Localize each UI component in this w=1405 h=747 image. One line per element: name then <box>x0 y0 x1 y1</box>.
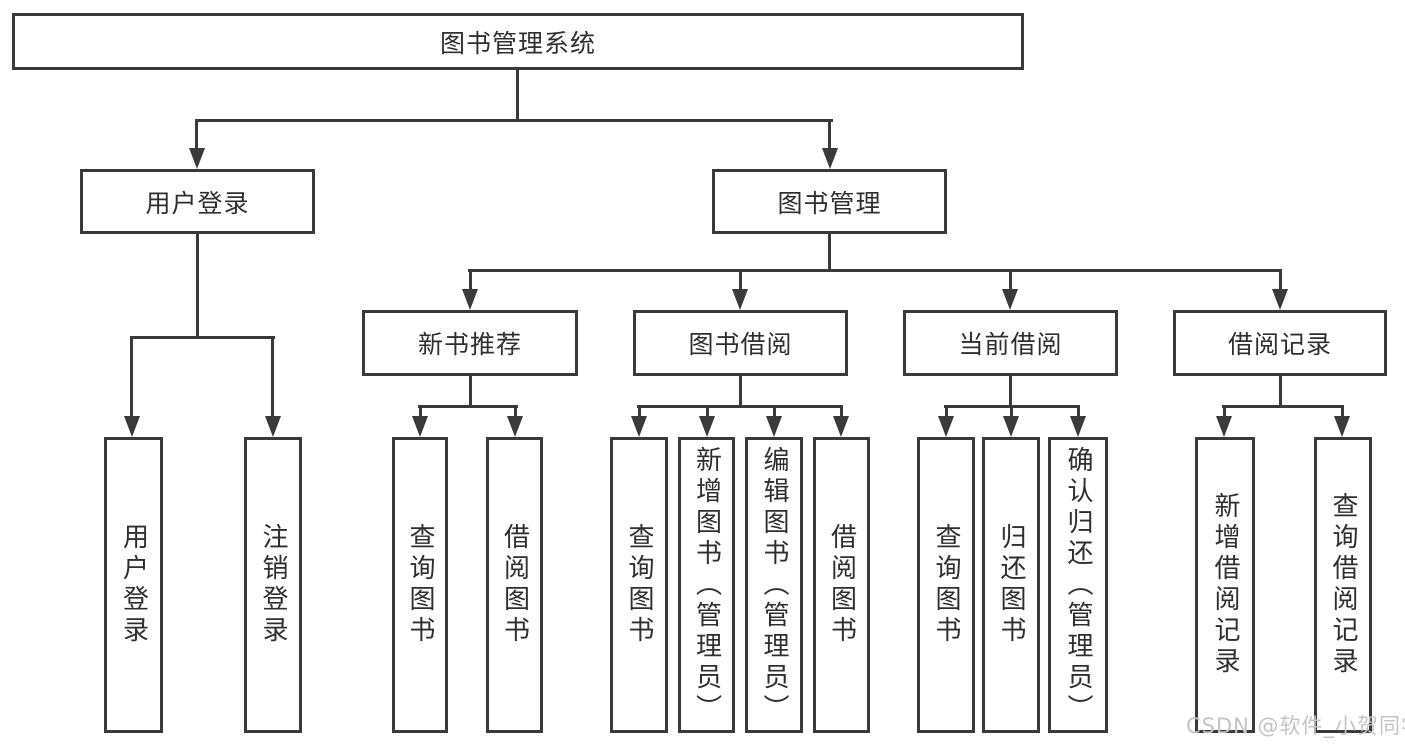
arrow-down-icon <box>124 416 140 437</box>
node-root-label: 图书管理系统 <box>439 28 596 58</box>
arrow-down-icon <box>631 416 647 437</box>
node-user-login-label: 用户登录 <box>145 188 250 218</box>
connector-drop-leaf <box>945 405 948 417</box>
connector-drop-leaf <box>130 336 133 417</box>
node-user-login: 用户登录 <box>80 169 315 234</box>
leaf-bb-query-books: 查询图书 <box>610 437 668 733</box>
leaf-bb-edit-books-label: 编辑图书（管理员） <box>759 445 789 725</box>
connector-user-login-stem <box>196 234 199 337</box>
connector-new-books-stem <box>469 376 472 406</box>
connector-drop-borrow-records <box>1279 269 1282 290</box>
leaf-cb-return-books-label: 归还图书 <box>996 523 1026 647</box>
leaf-bb-borrow-books-label: 借阅图书 <box>826 523 857 647</box>
arrow-down-icon <box>1272 289 1288 310</box>
leaf-bb-edit-books: 编辑图书（管理员） <box>745 437 803 733</box>
arrow-down-icon <box>766 416 782 437</box>
arrow-down-icon <box>1334 416 1350 437</box>
connector-drop-leaf <box>514 405 517 417</box>
connector-level3-split <box>468 269 1282 272</box>
connector-borrow-records-split <box>1222 405 1344 408</box>
arrow-down-icon <box>507 416 523 437</box>
arrow-down-icon <box>265 416 281 437</box>
node-current-borrow-label: 当前借阅 <box>958 330 1063 359</box>
connector-drop-leaf <box>638 405 641 417</box>
leaf-logout-label: 注销登录 <box>258 523 288 647</box>
arrow-down-icon <box>189 148 205 169</box>
connector-drop-leaf <box>773 405 776 417</box>
connector-drop-user-login <box>195 119 198 149</box>
watermark: CSDN @软件_小贺同学 <box>1186 714 1405 738</box>
node-new-books: 新书推荐 <box>362 310 578 376</box>
arrow-down-icon <box>462 289 478 310</box>
arrow-down-icon <box>699 416 715 437</box>
node-book-borrow-label: 图书借阅 <box>688 330 793 359</box>
leaf-user-login: 用户登录 <box>104 437 163 733</box>
arrow-down-icon <box>412 416 428 437</box>
arrow-down-icon <box>938 416 954 437</box>
node-book-borrow: 图书借阅 <box>633 310 848 376</box>
connector-drop-book-borrow <box>739 269 742 290</box>
node-root: 图书管理系统 <box>12 13 1024 70</box>
leaf-cb-return-books: 归还图书 <box>982 437 1040 733</box>
leaf-cb-confirm-return-label: 确认归还（管理员） <box>1063 445 1093 725</box>
connector-drop-current-borrow <box>1009 269 1012 290</box>
arrow-down-icon <box>1216 416 1232 437</box>
connector-book-borrow-split <box>637 405 843 408</box>
connector-book-borrow-stem <box>739 376 742 406</box>
arrow-down-icon <box>1003 416 1019 437</box>
leaf-nb-borrow-books-label: 借阅图书 <box>499 523 530 647</box>
leaf-nb-query-books-label: 查询图书 <box>405 523 435 647</box>
connector-drop-leaf <box>706 405 709 417</box>
connector-level2-split <box>195 119 833 122</box>
connector-drop-new-books <box>469 269 472 290</box>
leaf-br-add-record-label: 新增借阅记录 <box>1210 492 1240 678</box>
leaf-br-add-record: 新增借阅记录 <box>1195 437 1255 733</box>
node-book-mgmt: 图书管理 <box>712 169 947 234</box>
node-new-books-label: 新书推荐 <box>417 330 522 359</box>
leaf-bb-add-books: 新增图书（管理员） <box>678 437 735 733</box>
leaf-br-query-record: 查询借阅记录 <box>1314 437 1372 733</box>
leaf-logout: 注销登录 <box>244 437 302 733</box>
leaf-nb-borrow-books: 借阅图书 <box>486 437 543 733</box>
connector-root-stem <box>516 70 519 119</box>
arrow-down-icon <box>822 148 838 169</box>
arrow-down-icon <box>732 289 748 310</box>
node-book-mgmt-label: 图书管理 <box>777 188 882 218</box>
connector-drop-leaf <box>840 405 843 417</box>
leaf-user-login-label: 用户登录 <box>118 523 149 647</box>
node-borrow-records: 借阅记录 <box>1173 310 1387 376</box>
node-borrow-records-label: 借阅记录 <box>1227 330 1332 359</box>
connector-user-login-split <box>130 336 275 339</box>
leaf-cb-query-books-label: 查询图书 <box>931 523 961 647</box>
arrow-down-icon <box>833 416 849 437</box>
connector-borrow-records-stem <box>1279 376 1282 406</box>
leaf-bb-query-books-label: 查询图书 <box>624 523 654 647</box>
leaf-br-query-record-label: 查询借阅记录 <box>1328 492 1358 678</box>
connector-drop-leaf <box>1223 405 1226 417</box>
connector-drop-leaf <box>1010 405 1013 417</box>
connector-new-books-split <box>418 405 518 408</box>
connector-current-borrow-stem <box>1009 376 1012 406</box>
connector-drop-leaf <box>1077 405 1080 417</box>
leaf-bb-borrow-books: 借阅图书 <box>813 437 870 733</box>
connector-drop-leaf <box>419 405 422 417</box>
leaf-cb-query-books: 查询图书 <box>917 437 975 733</box>
connector-drop-leaf <box>1341 405 1344 417</box>
leaf-bb-add-books-label: 新增图书（管理员） <box>691 445 722 725</box>
connector-book-mgmt-stem <box>828 234 831 270</box>
arrow-down-icon <box>1070 416 1086 437</box>
connector-drop-book-mgmt <box>828 119 831 149</box>
connector-drop-leaf <box>271 336 274 417</box>
arrow-down-icon <box>1002 289 1018 310</box>
node-current-borrow: 当前借阅 <box>903 310 1118 376</box>
leaf-cb-confirm-return: 确认归还（管理员） <box>1048 437 1108 733</box>
leaf-nb-query-books: 查询图书 <box>392 437 448 733</box>
